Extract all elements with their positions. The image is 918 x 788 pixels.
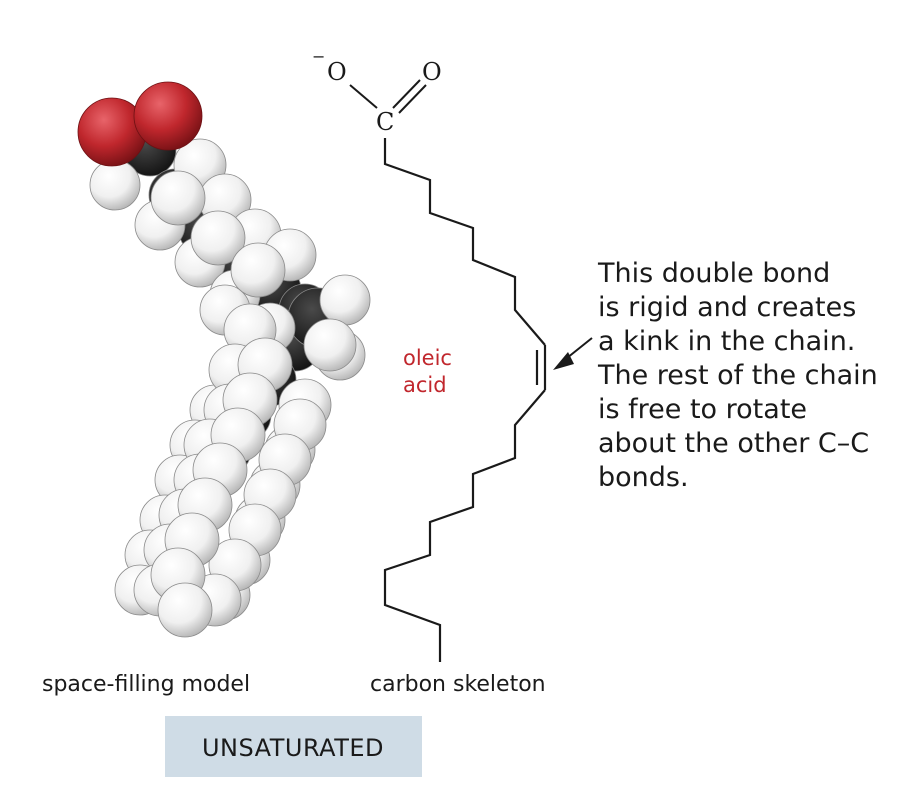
carbon-atom: C — [376, 108, 394, 136]
annotation-line-6: about the other C–C — [598, 428, 869, 459]
oxygen-atom-right: O — [422, 58, 442, 86]
oleic-label-line-2: acid — [403, 373, 447, 397]
bond-o-minus-c — [349, 84, 378, 109]
hydrogen-atom — [190, 210, 246, 266]
hydrogen-atom — [230, 242, 286, 298]
unsaturated-badge: UNSATURATED — [165, 716, 422, 777]
hydrogen-atom — [150, 170, 206, 226]
skeleton-chain-lower — [383, 389, 546, 662]
double-bond-c-o-b — [398, 84, 427, 114]
annotation-line-2: is rigid and creates — [598, 292, 856, 323]
oxygen-atom-sphere — [133, 81, 203, 151]
oleic-label-line-1: oleic — [403, 346, 452, 370]
double-bond-c-o-a — [392, 79, 421, 109]
kink-arrow — [553, 337, 593, 370]
hydrogen-atom — [157, 582, 213, 638]
space-filling-label: space-filling model — [42, 672, 250, 697]
annotation-line-3: a kink in the chain. — [598, 326, 855, 357]
charge-sign: − — [312, 47, 325, 66]
hydrogen-atom — [303, 318, 357, 372]
oxygen-atom-left: O — [327, 58, 347, 86]
annotation-line-4: The rest of the chain — [597, 360, 878, 391]
hydrogen-atom — [319, 274, 371, 326]
badge-label: UNSATURATED — [202, 734, 384, 762]
carbon-skeleton: − O O C — [312, 47, 547, 662]
annotation-line-7: bonds. — [598, 462, 689, 493]
annotation-line-1: This double bond — [597, 258, 830, 289]
annotation-line-5: is free to rotate — [598, 394, 807, 425]
carbon-skeleton-label: carbon skeleton — [370, 672, 546, 697]
annotation: This double bond is rigid and creates a … — [597, 258, 878, 493]
hydrogen-atom — [89, 159, 141, 211]
badge-background — [165, 716, 422, 777]
space-filling-model — [77, 81, 371, 638]
skeleton-chain-upper — [383, 138, 546, 346]
